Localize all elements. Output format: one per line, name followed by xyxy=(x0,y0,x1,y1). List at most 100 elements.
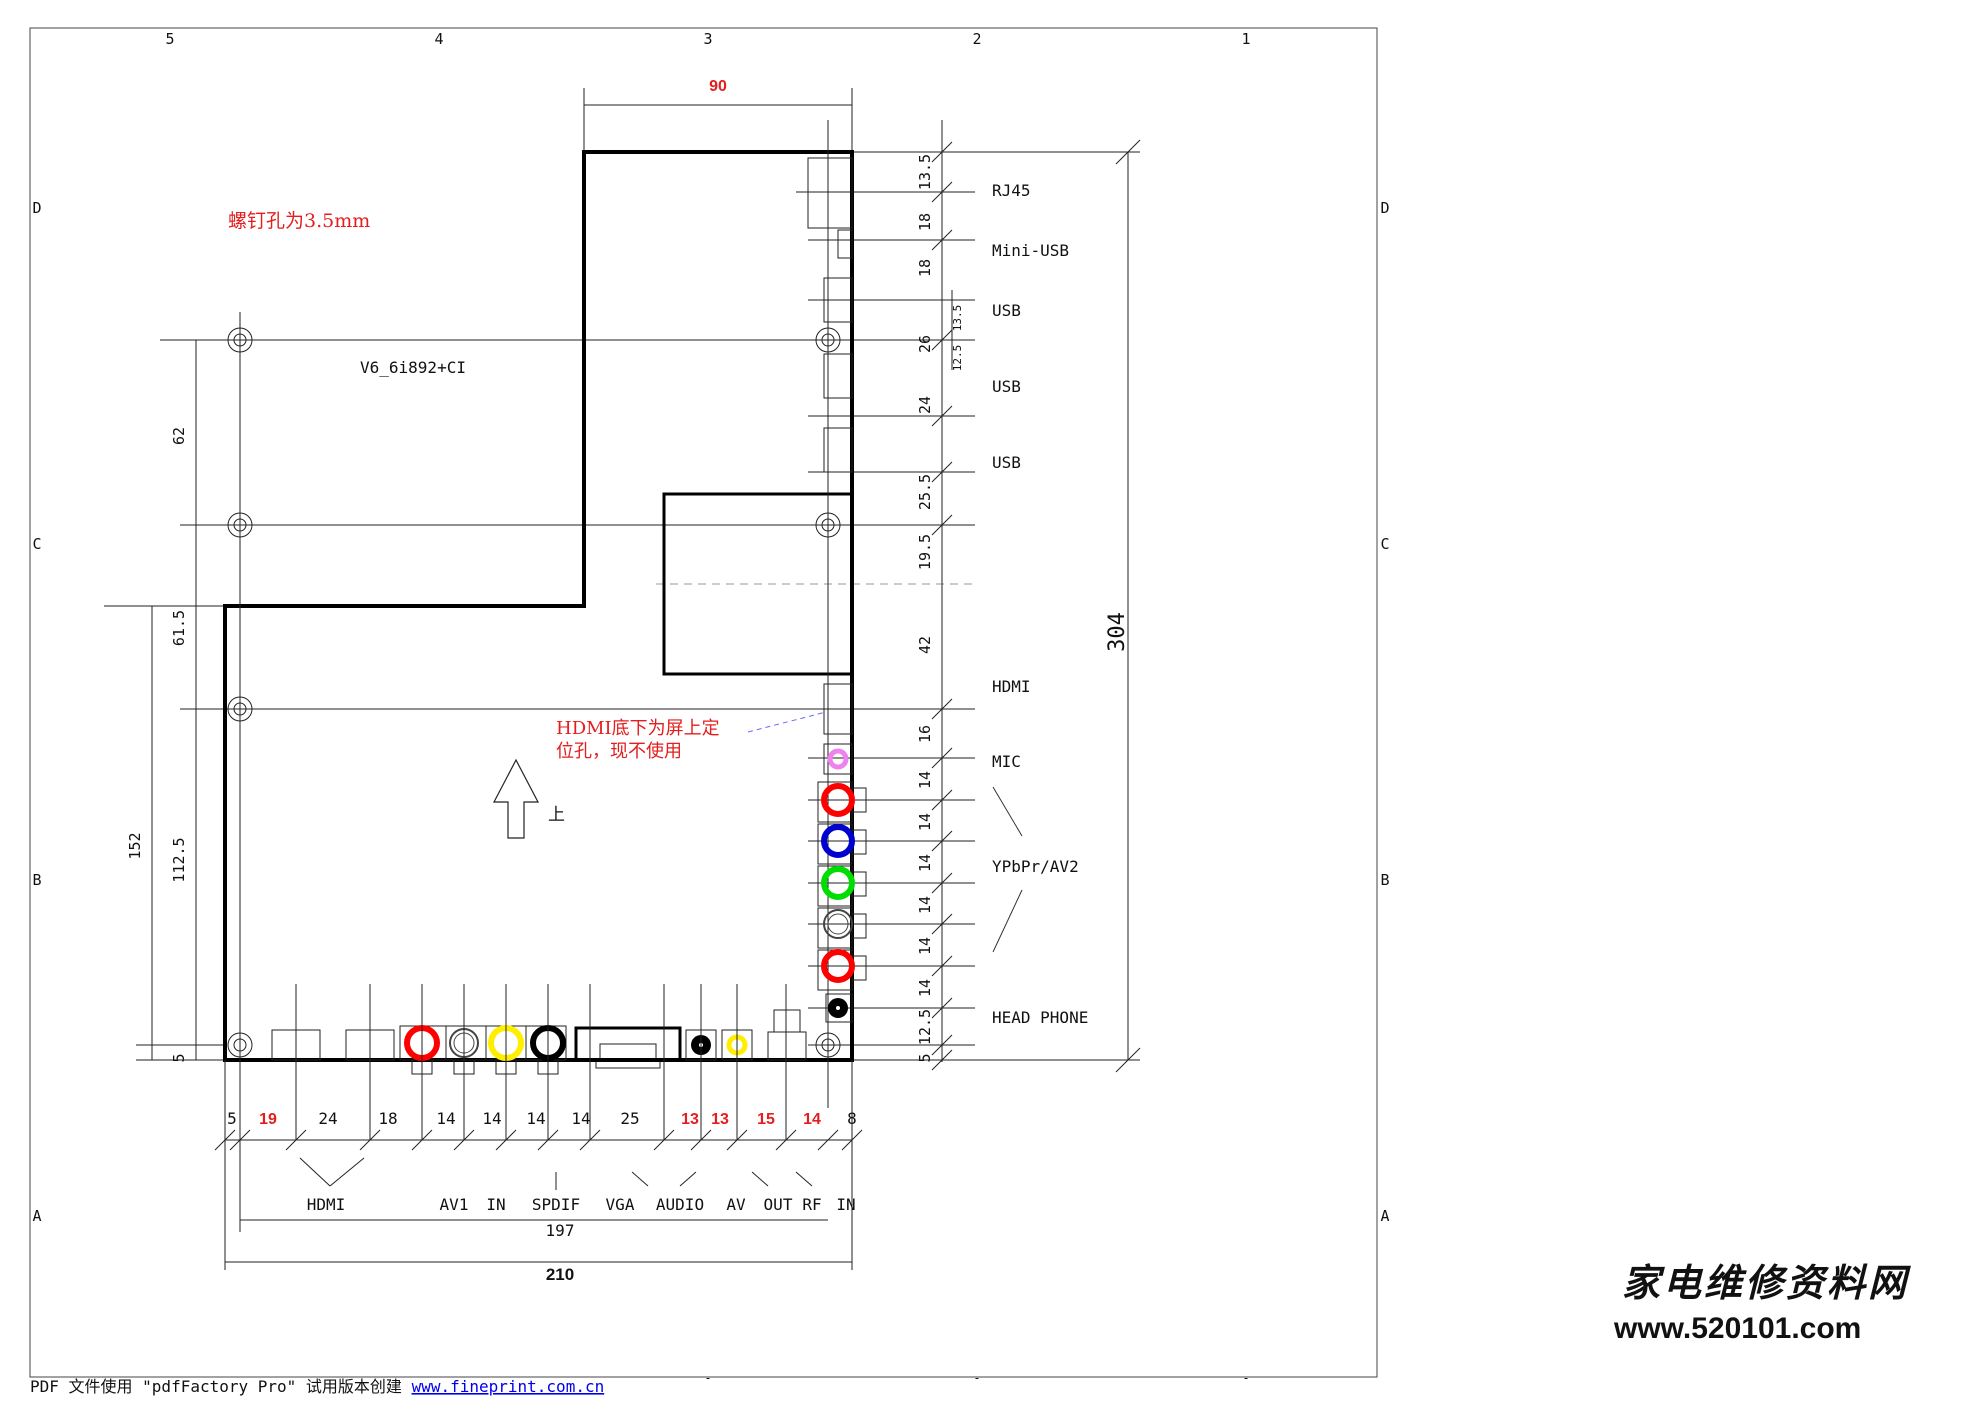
right-dim: 14 xyxy=(916,937,934,955)
hdmi-note-leader xyxy=(747,711,827,733)
jack-blue-pb xyxy=(821,824,855,858)
bottom-connectors xyxy=(271,1009,807,1075)
label-mini-usb: Mini-USB xyxy=(992,241,1069,260)
right-dim: 14 xyxy=(916,854,934,872)
bottom-dim: 14 xyxy=(571,1109,590,1128)
row-label-b-right: B xyxy=(1380,871,1389,889)
mini-usb-port xyxy=(837,229,853,259)
dim-hole-span: 197 xyxy=(240,1219,828,1240)
bottom-dim: 25 xyxy=(620,1109,639,1128)
bottom-dim: 19 xyxy=(259,1111,277,1128)
mic-jack xyxy=(827,748,849,770)
up-label: 上 xyxy=(548,805,565,825)
left-dim-5: 5 xyxy=(170,1053,188,1062)
right-dim: 19.5 xyxy=(916,534,934,570)
col-tick-2b: - xyxy=(973,1371,980,1385)
col-label-5: 5 xyxy=(165,30,174,48)
right-dim: 26 xyxy=(916,335,934,353)
label-out: OUT xyxy=(764,1195,793,1214)
headphone-port xyxy=(825,993,853,1023)
right-dim: 14 xyxy=(916,813,934,831)
dim-board-width-label: 210 xyxy=(546,1265,574,1284)
right-dim: 14 xyxy=(916,771,934,789)
right-dim: 14 xyxy=(916,896,934,914)
right-dim: 25.5 xyxy=(916,474,934,510)
footer-text: PDF 文件使用 "pdfFactory Pro" 试用版本创建 www.fin… xyxy=(30,1377,604,1396)
bottom-dim: 14 xyxy=(526,1109,545,1128)
right-dim: 13.5 xyxy=(916,154,934,190)
vga-port-thick xyxy=(574,1026,682,1062)
dim-total-height: 304 xyxy=(1105,139,1141,1073)
col-tick-1b: - xyxy=(1242,1371,1249,1385)
label-spdif: SPDIF xyxy=(532,1195,580,1214)
screw-hole-note: 螺钉孔为3.5mm xyxy=(228,210,370,232)
drawing-frame xyxy=(29,27,1378,1378)
right-dim: 5 xyxy=(916,1053,934,1062)
col-label-4: 4 xyxy=(434,30,443,48)
bottom-leader-lines xyxy=(299,1157,813,1190)
label-av1: AV1 xyxy=(440,1195,469,1214)
row-label-c-left: C xyxy=(32,535,41,553)
hdmi-note-line2: 位孔，现不使用 xyxy=(556,741,682,762)
label-audio: AUDIO xyxy=(656,1195,704,1214)
vga-port-inner xyxy=(599,1043,657,1061)
bottom-dim: 13 xyxy=(711,1111,729,1128)
bottom-dim: 18 xyxy=(378,1109,397,1128)
right-dim-small: 13.5 xyxy=(951,305,964,332)
label-av: AV xyxy=(726,1195,746,1214)
right-dim-small: 12.5 xyxy=(951,345,964,372)
jack-red-y xyxy=(821,783,855,817)
board-outline xyxy=(223,150,854,1062)
bottom-dim: 14 xyxy=(436,1109,455,1128)
right-dim: 12.5 xyxy=(916,1009,934,1045)
label-headphone: HEAD PHONE xyxy=(992,1008,1088,1027)
label-ypbpr: YPbPr/AV2 xyxy=(992,857,1079,876)
board-inner-block xyxy=(662,492,854,676)
mic-port xyxy=(823,743,853,775)
label-rf: RF xyxy=(802,1195,821,1214)
dim-total-height-label: 304 xyxy=(1105,612,1130,652)
jack-white xyxy=(823,909,853,939)
dim-hole-span-label: 197 xyxy=(546,1221,575,1240)
row-label-c-right: C xyxy=(1380,535,1389,553)
right-dim-ticks xyxy=(931,141,953,1071)
bottom-dim-ticks xyxy=(214,1129,863,1151)
right-extension-lines xyxy=(104,151,1140,1061)
up-arrow xyxy=(493,758,539,839)
bottom-dim: 5 xyxy=(227,1109,237,1128)
row-label-b-left: B xyxy=(32,871,41,889)
right-dim: 18 xyxy=(916,259,934,277)
row-label-d-left: D xyxy=(32,199,41,217)
label-usb-3: USB xyxy=(992,453,1021,472)
right-connectors xyxy=(807,157,867,1023)
rf-port xyxy=(773,1009,801,1033)
rj45-port xyxy=(807,157,853,229)
label-hdmi-bottom: HDMI xyxy=(307,1195,346,1214)
headphone-jack-center xyxy=(836,1006,840,1010)
ypbpr-leader-top xyxy=(992,786,1023,837)
dim-top-width: 90 xyxy=(583,78,853,150)
bottom-dim: 14 xyxy=(482,1109,501,1128)
col-label-1: 1 xyxy=(1241,30,1250,48)
usb-port-2 xyxy=(823,353,853,399)
hdmi-port-right xyxy=(823,683,853,735)
bottom-dim: 8 xyxy=(847,1109,857,1128)
left-dims: 62 61.5 152 112.5 5 xyxy=(126,340,197,1063)
right-dims: 13.5 18 18 26 24 25.5 19.5 42 16 14 14 1… xyxy=(916,154,964,1063)
label-mic: MIC xyxy=(992,752,1021,771)
label-av1-in: IN xyxy=(486,1195,505,1214)
ypbpr-leader-bottom xyxy=(992,889,1023,953)
usb-port-1 xyxy=(823,277,853,323)
jack-white-inner xyxy=(827,913,849,935)
bottom-dim: 13 xyxy=(681,1111,699,1128)
right-dim: 24 xyxy=(916,396,934,414)
footer-link[interactable]: www.fineprint.com.cn xyxy=(412,1377,605,1396)
dim-top-width-label: 90 xyxy=(709,78,727,95)
left-dim-152: 152 xyxy=(126,832,144,859)
right-dim: 16 xyxy=(916,725,934,743)
right-dim: 42 xyxy=(916,636,934,654)
label-rj45: RJ45 xyxy=(992,181,1031,200)
row-label-a-right: A xyxy=(1380,1207,1389,1225)
left-dim-112-5: 112.5 xyxy=(170,837,188,882)
